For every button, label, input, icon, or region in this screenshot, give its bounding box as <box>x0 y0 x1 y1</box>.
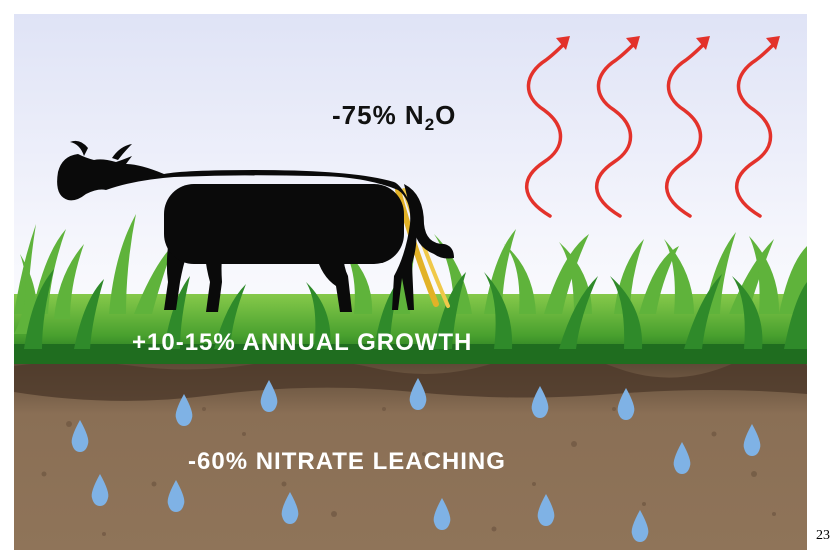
water-drops <box>71 378 761 542</box>
page-number: 23 <box>816 528 830 543</box>
water-drop-icon <box>71 420 89 452</box>
heat-wave-arrow-icon <box>595 36 640 218</box>
water-drop-icon <box>531 386 549 418</box>
emission-label: -75% N2O <box>332 100 456 134</box>
infographic-scene: -75% N2O +10-15% ANNUAL GROWTH -60% NITR… <box>14 14 807 550</box>
water-drop-icon <box>260 380 278 412</box>
leaching-label: -60% NITRATE LEACHING <box>188 448 506 475</box>
water-drop-icon <box>617 388 635 420</box>
water-drop-icon <box>175 394 193 426</box>
growth-label: +10-15% ANNUAL GROWTH <box>132 329 472 356</box>
soil-layer <box>14 350 807 550</box>
water-drop-icon <box>409 378 427 410</box>
water-drop-icon <box>673 442 691 474</box>
heat-wave-arrow-icon <box>665 36 710 218</box>
water-drop-icon <box>537 494 555 526</box>
emission-label-subscript: 2 <box>425 115 435 134</box>
heat-wave-arrow-icon <box>735 36 780 218</box>
water-drop-icon <box>91 474 109 506</box>
emission-label-suffix: O <box>435 100 456 130</box>
heat-wave-arrow-icon <box>525 36 570 218</box>
grass-layer <box>14 214 807 364</box>
water-drop-icon <box>743 424 761 456</box>
water-drop-icon <box>433 498 451 530</box>
infographic-svg: -75% N2O +10-15% ANNUAL GROWTH -60% NITR… <box>14 14 807 550</box>
emission-label-prefix: -75% N <box>332 100 425 130</box>
water-drop-icon <box>167 480 185 512</box>
water-drop-icon <box>281 492 299 524</box>
water-drop-icon <box>631 510 649 542</box>
cow-icon <box>57 140 454 312</box>
heat-wave-arrows <box>525 36 780 218</box>
